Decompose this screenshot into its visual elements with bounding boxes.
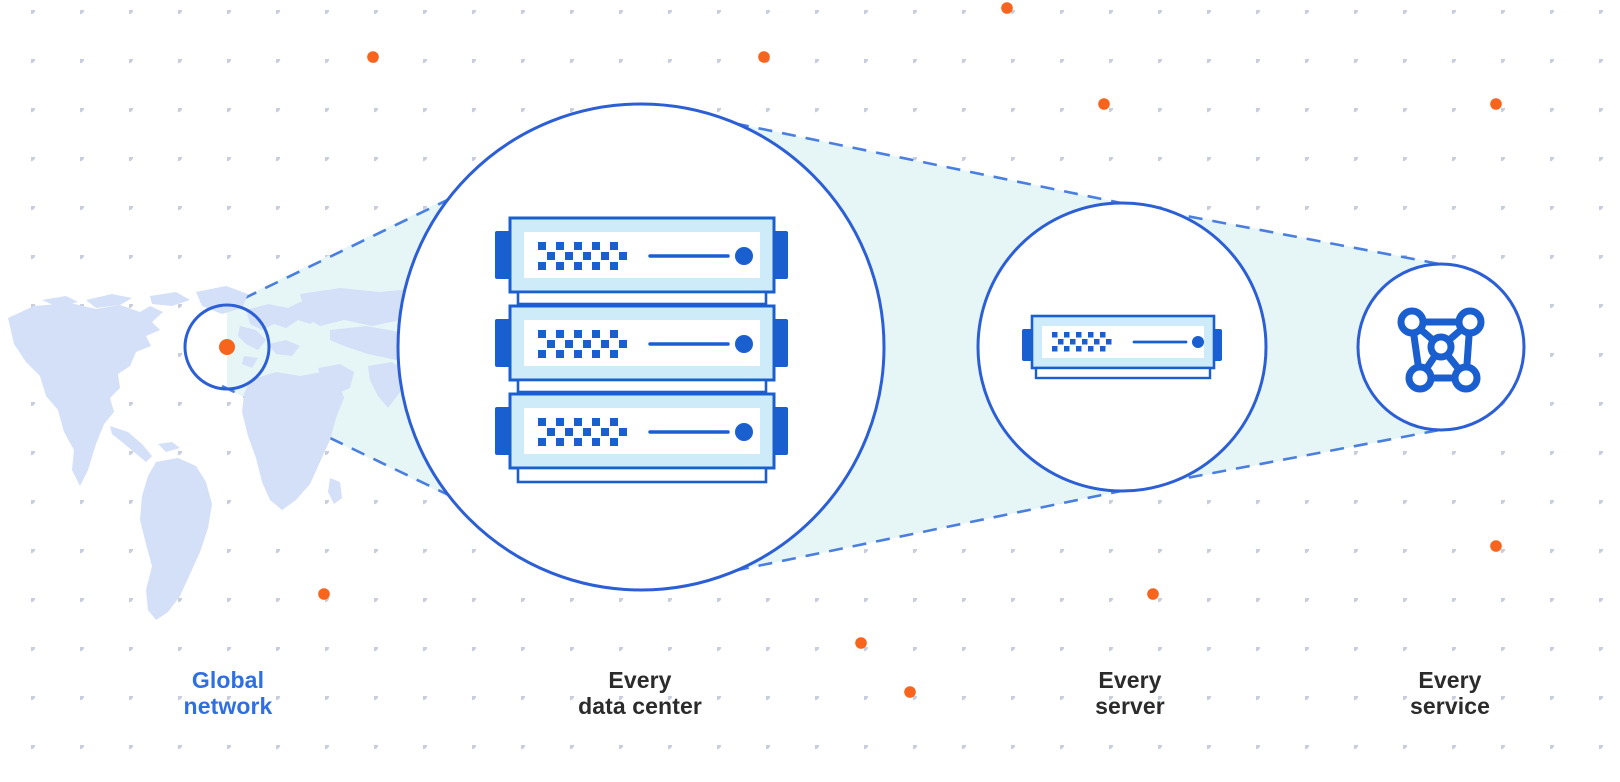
stage-label-every-data-center: Every data center [578, 667, 702, 719]
server-rack-unit [495, 304, 788, 394]
stage-label-global-network: Global network [183, 667, 273, 719]
server-rack-unit [495, 392, 788, 484]
server-rack-connector [516, 378, 768, 394]
server-unit-icon [1022, 314, 1222, 380]
server-rack-unit [495, 216, 788, 306]
server-status-dot [1192, 336, 1204, 348]
stage-label-every-server: Every server [1095, 667, 1165, 719]
orange-accent-dot [1147, 588, 1159, 600]
orange-accent-dot [367, 51, 379, 63]
mesh-node [1397, 307, 1427, 337]
server-led-dots [1052, 332, 1112, 352]
orange-accent-dots [318, 2, 1502, 698]
orange-accent-dot [855, 637, 867, 649]
mesh-node [1455, 307, 1485, 337]
orange-accent-dot [1001, 2, 1013, 14]
orange-accent-dot [1490, 540, 1502, 552]
server-rack-connector [516, 290, 768, 306]
network-mesh-icon [1397, 307, 1485, 393]
server-rack-base [516, 466, 768, 484]
server-status-dot [735, 423, 753, 441]
global-marker-dot [219, 339, 235, 355]
mesh-node [1427, 333, 1455, 361]
orange-accent-dot [758, 51, 770, 63]
orange-accent-dot [904, 686, 916, 698]
orange-accent-dot [1098, 98, 1110, 110]
server-led-dots [538, 242, 627, 270]
server-unit-base [1034, 366, 1212, 380]
server-led-dots [538, 330, 627, 358]
server-status-dot [735, 247, 753, 265]
mesh-node [1451, 363, 1481, 393]
server-status-dot [735, 335, 753, 353]
stage-global-network-circle [183, 303, 271, 391]
server-led-dots [538, 418, 627, 446]
stage-label-every-service: Every service [1410, 667, 1490, 719]
server-rack-icon [495, 216, 788, 484]
orange-accent-dot [1490, 98, 1502, 110]
orange-accent-dot [318, 588, 330, 600]
mesh-node [1405, 363, 1435, 393]
